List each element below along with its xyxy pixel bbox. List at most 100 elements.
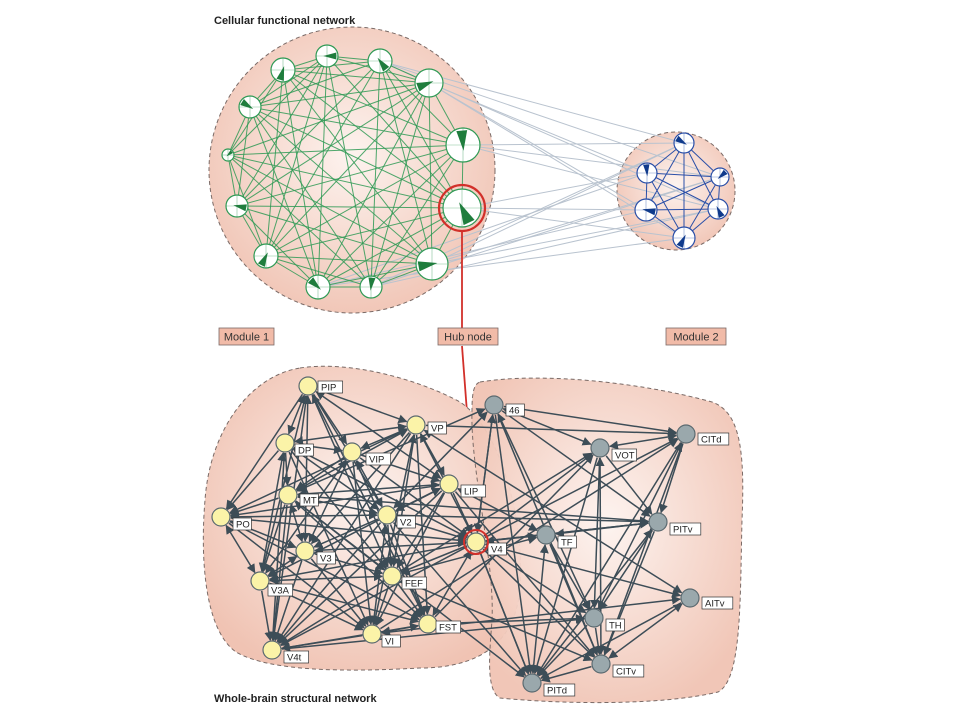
node-tf: TF — [536, 525, 577, 549]
between-edge — [317, 172, 648, 288]
structural-edge — [225, 393, 304, 510]
structural-edge — [280, 452, 593, 646]
tuning-curve-icon — [377, 57, 390, 72]
cell-edge — [317, 207, 463, 288]
cell-edge — [227, 144, 464, 156]
cell-edge — [282, 69, 464, 146]
between-edge — [428, 82, 648, 174]
structural-edge — [269, 572, 383, 585]
between-edge — [462, 144, 721, 178]
node-fst: FST — [418, 614, 461, 634]
between-edge — [462, 142, 685, 146]
module2-edge — [645, 142, 685, 211]
cell-edge — [265, 207, 463, 257]
node-label: CITv — [616, 667, 636, 678]
cell-edge — [236, 82, 430, 207]
cell-edge — [236, 60, 381, 207]
structural-edge — [485, 519, 649, 542]
node-label: LIP — [464, 487, 478, 498]
between-edge — [431, 208, 719, 265]
node-v4: V4 — [466, 532, 507, 556]
cell-edge — [317, 263, 433, 288]
cell-node — [270, 57, 296, 83]
cell-edge — [236, 106, 251, 207]
bottom-title: Whole-brain structural network — [214, 693, 377, 705]
cell-edge — [236, 205, 463, 209]
tuning-curve-icon — [716, 205, 725, 219]
module2-edge — [645, 176, 721, 211]
tuning-curve-icon — [276, 66, 285, 81]
cell-node — [634, 198, 658, 222]
node-label: FEF — [405, 579, 423, 590]
cell-edge — [265, 60, 381, 257]
node-v3: V3 — [295, 541, 336, 565]
cell-node — [414, 68, 444, 98]
node-label: DP — [298, 446, 311, 457]
node-label: VP — [431, 424, 444, 435]
cell-edge — [326, 55, 372, 288]
node-vi: VI — [362, 624, 401, 648]
node-dp: DP — [275, 433, 314, 457]
cell-edge — [370, 60, 381, 288]
structural-edge — [296, 408, 486, 492]
tuning-curve-icon — [257, 252, 268, 267]
cell-edge — [265, 255, 433, 265]
cell-edge — [236, 144, 464, 207]
cell-edge — [282, 69, 319, 288]
module2-cells — [634, 132, 730, 250]
node-vp: VP — [406, 415, 447, 435]
tuning-curve-icon — [323, 52, 337, 60]
cell-edge — [249, 82, 430, 108]
cell-node — [442, 188, 482, 228]
node-citd: CITd — [676, 424, 730, 446]
cell-node — [710, 167, 730, 187]
top-title: Cellular functional network — [214, 15, 356, 27]
cell-node — [253, 243, 279, 269]
node-label: MT — [303, 496, 317, 507]
structural-edge — [225, 524, 256, 574]
node-label: CITd — [701, 435, 722, 446]
node-pitd: PITd — [522, 673, 576, 697]
cell-edge — [227, 154, 433, 265]
cell-edge — [249, 106, 372, 288]
node-citv: CITv — [591, 654, 645, 678]
module2-edge — [645, 208, 719, 211]
structural-edge — [281, 615, 585, 650]
cell-edge — [249, 55, 328, 108]
structural-edge — [260, 590, 274, 642]
node-label: VI — [385, 637, 394, 648]
cell-edge — [249, 60, 381, 108]
structural-edge — [230, 510, 378, 522]
node-fef: FEF — [382, 566, 427, 590]
cell-edge — [227, 154, 372, 288]
node-label: FST — [439, 623, 457, 634]
cell-edge — [370, 207, 463, 288]
node-vot: VOT — [590, 438, 637, 462]
cell-edge — [370, 144, 464, 288]
structural-edge — [484, 542, 682, 598]
between-edge — [317, 209, 647, 288]
module2-edge — [646, 172, 721, 178]
node-aitv: AITv — [680, 588, 734, 610]
cell-edge — [282, 69, 463, 209]
module1-edges — [227, 55, 464, 288]
cell-edge — [317, 55, 328, 288]
cell-edge — [379, 60, 463, 209]
structural-edge — [482, 548, 595, 658]
cell-edge — [265, 144, 464, 257]
node-label: AITv — [705, 599, 725, 610]
cell-node — [225, 194, 249, 218]
node-label: PITv — [673, 525, 693, 536]
node-label: VIP — [369, 455, 384, 466]
cell-edge — [236, 55, 328, 207]
module1-cells — [221, 44, 482, 300]
cell-edge — [236, 205, 319, 288]
cell-edge — [249, 106, 463, 209]
cell-edge — [249, 106, 464, 146]
node-label: V2 — [400, 518, 412, 529]
tuning-curve-icon — [643, 164, 650, 177]
cell-edge — [227, 154, 463, 209]
cell-node — [636, 162, 658, 184]
